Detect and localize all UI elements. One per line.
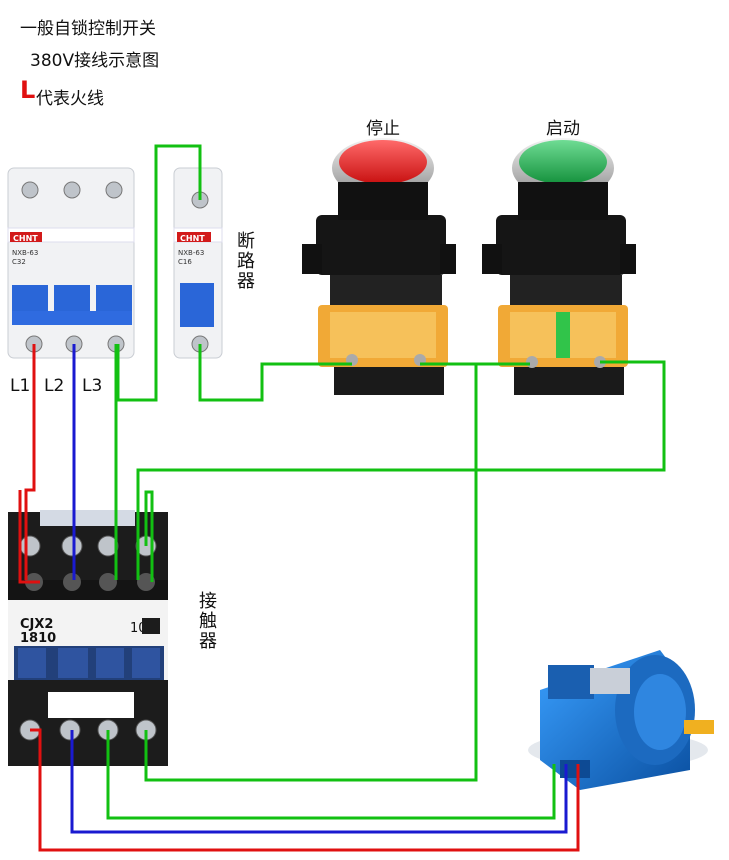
phase-l1-label: L1 — [10, 376, 31, 396]
phase-l3-label: L3 — [82, 376, 103, 396]
single-pole-breaker: CHNT NXB-63 C16 — [173, 167, 223, 359]
title-line-2: 380V接线示意图 — [30, 51, 160, 71]
stop-pushbutton — [302, 138, 456, 395]
breaker-3p-logo-plate — [10, 232, 42, 242]
live-wire-letter: L — [20, 76, 36, 104]
start-pushbutton — [482, 138, 636, 395]
start-button-label: 启动 — [546, 119, 580, 139]
live-wire-legend: 代表火线 — [36, 89, 104, 109]
control-wires — [116, 144, 666, 782]
power-wires — [18, 344, 580, 852]
breaker-1p-model: NXB-63 — [178, 249, 204, 257]
breaker-top-terminals — [21, 181, 123, 199]
breaker-3p-brand: CHNT — [13, 234, 38, 243]
contactor: CJX2 1810 10 — [8, 510, 168, 766]
title-line-1: 一般自锁控制开关 — [20, 19, 156, 39]
breaker-vertical-label: 断路器 — [237, 231, 255, 292]
breaker-1p-brand: CHNT — [180, 234, 205, 243]
contactor-vertical-label: 接触器 — [199, 591, 217, 652]
breaker-3p-handles — [12, 285, 132, 325]
breaker-3p-rating: C32 — [12, 258, 26, 266]
contactor-window — [14, 646, 164, 680]
stop-button-label: 停止 — [366, 119, 400, 139]
phase-l2-label: L2 — [44, 376, 65, 396]
contactor-rating: 1810 — [20, 631, 56, 646]
motor — [528, 650, 714, 790]
three-pole-breaker: CHNT NXB-63 C32 — [7, 167, 135, 359]
breaker-1p-rating: C16 — [178, 258, 192, 266]
breaker-3p-model: NXB-63 — [12, 249, 38, 257]
contactor-model: CJX2 — [20, 617, 53, 632]
